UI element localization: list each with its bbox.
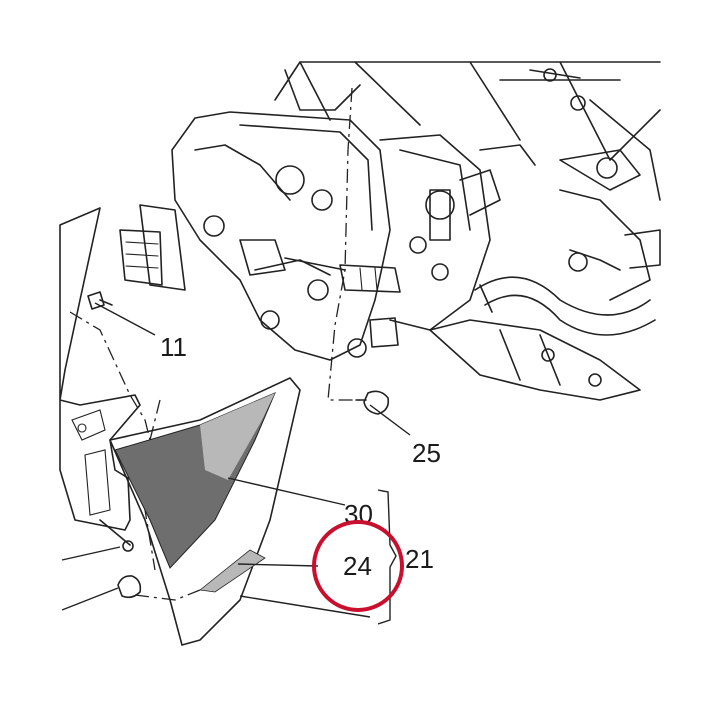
part-25-plug [355,390,390,415]
assembly-center-lines [69,87,360,601]
lower-screw [99,519,134,552]
part-11-screw [87,291,113,310]
side-cover-panel [109,377,301,646]
leader-lines [61,302,411,618]
highlight-circle [312,520,404,612]
engine-assembly [119,61,661,401]
callout-21: 21 [405,544,434,574]
lower-grommet [117,575,142,599]
mounting-bracket [59,207,141,531]
callout-11: 11 [160,332,187,362]
group-21-brace [377,489,397,625]
callout-24: 24 [343,551,372,581]
callout-25: 25 [412,438,441,468]
